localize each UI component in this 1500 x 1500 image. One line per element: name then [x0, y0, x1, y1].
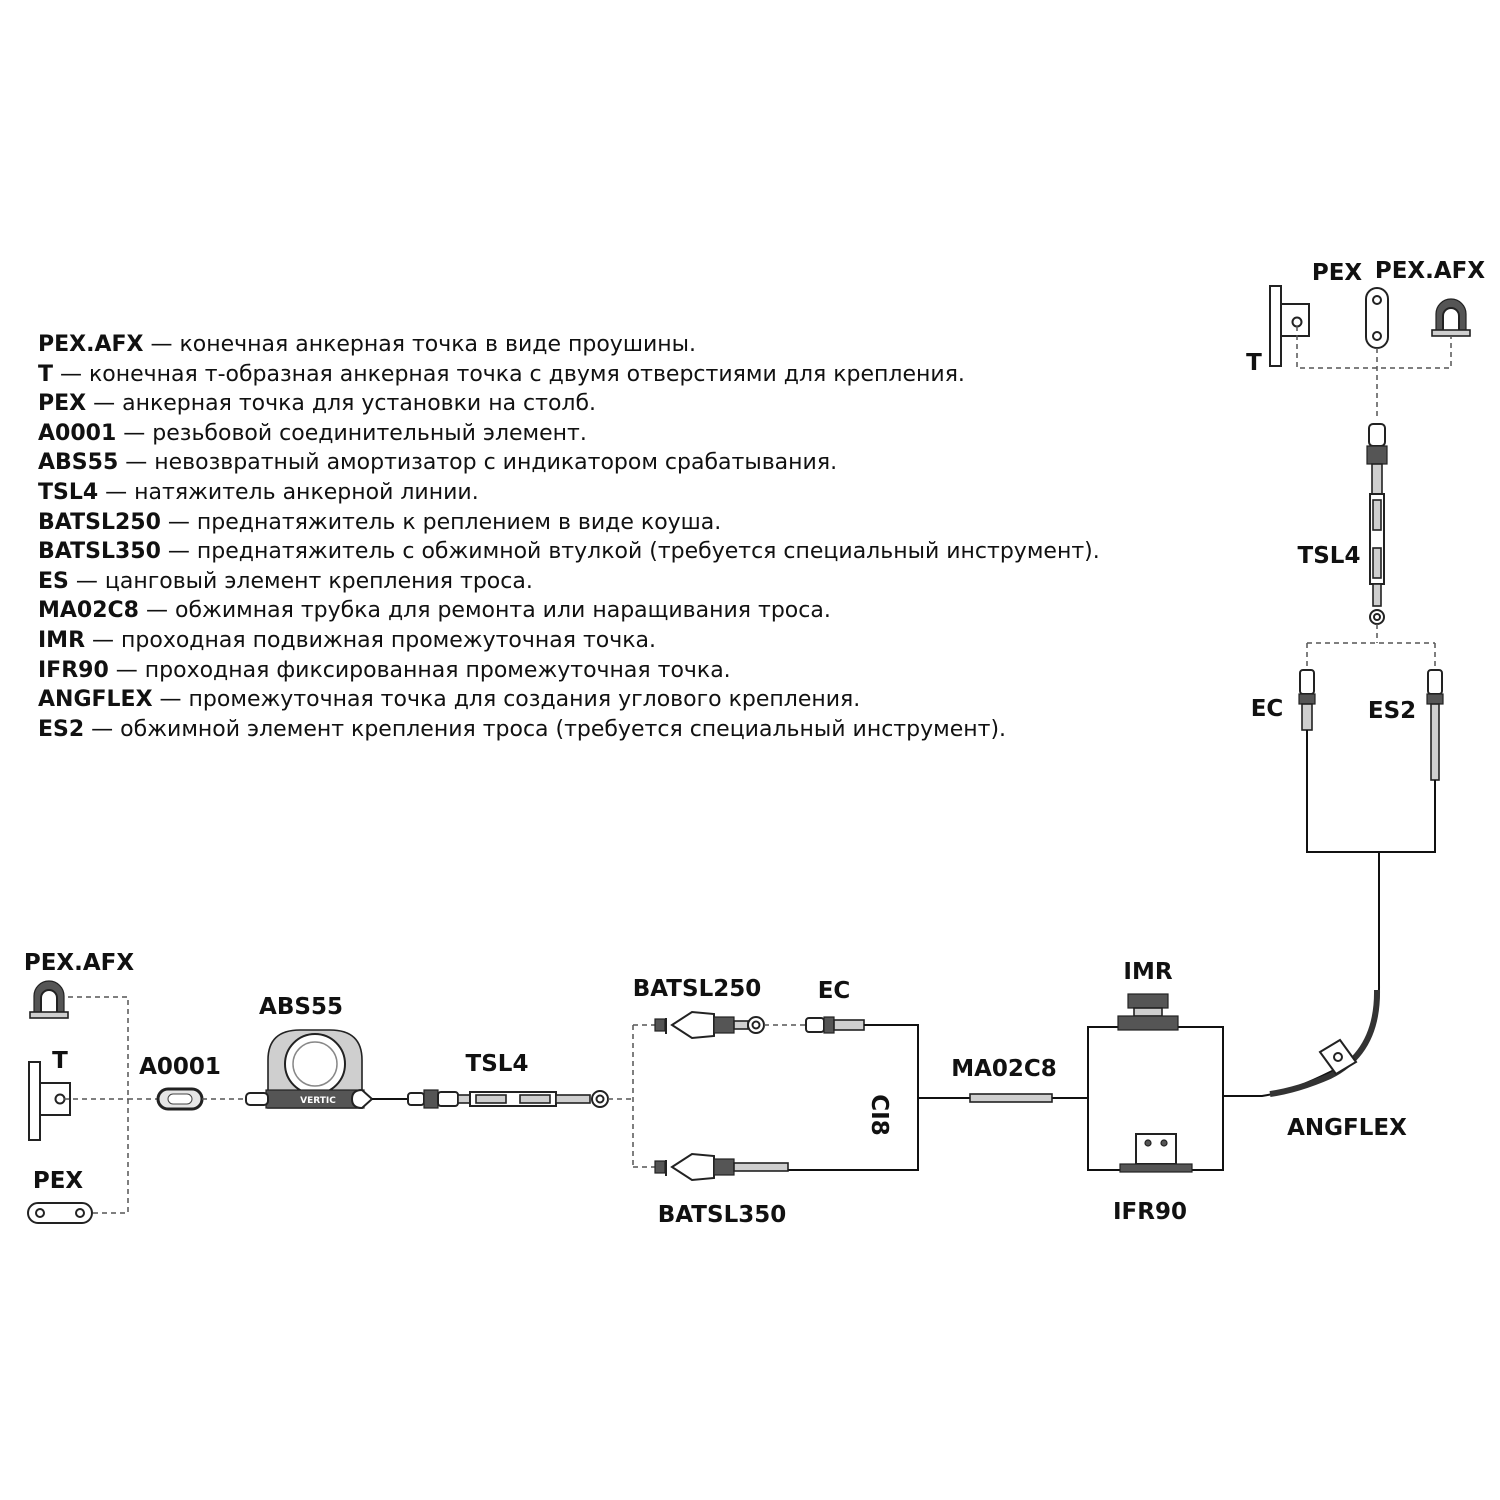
label-angflex: ANGFLEX	[1287, 1115, 1407, 1141]
legend-item: PEX.AFX — конечная анкерная точка в виде…	[38, 332, 696, 357]
label-ifr90: IFR90	[1113, 1199, 1187, 1225]
legend-item: A0001 — резьбовой соединительный элемент…	[38, 420, 587, 446]
split-dashes-bottom	[608, 1024, 655, 1168]
ifr90-fitting	[1119, 1133, 1193, 1173]
top-anchor-link	[1296, 326, 1452, 369]
label-pex-afx-left: PEX.AFX	[24, 950, 135, 976]
label-pex-afx-top: PEX.AFX	[1375, 258, 1486, 284]
legend-item: ES — цанговый элемент крепления троса.	[38, 568, 533, 594]
legend-item: PEX — анкерная точка для установки на ст…	[38, 391, 597, 417]
angflex-sleeve	[1269, 989, 1381, 1097]
legend-item: IMR — проходная подвижная промежуточная …	[38, 627, 657, 653]
pex-afx-anchor-left	[29, 980, 69, 1019]
batsl350-pretensioner	[654, 1152, 789, 1182]
legend-item: BATSL250 — преднатяжитель к реплением в …	[38, 509, 722, 535]
label-batsl350: BATSL350	[658, 1202, 786, 1228]
label-batsl250: BATSL250	[633, 976, 761, 1002]
a0001-connector	[156, 1087, 204, 1111]
batsl250-pretensioner	[654, 1010, 765, 1040]
component-legend: PEX.AFX — конечная анкерная точка в виде…	[38, 330, 1218, 744]
ec-fitting-top	[1298, 669, 1316, 731]
t-anchor-top	[1269, 285, 1310, 367]
legend-item: ES2 — обжимной элемент крепления троса (…	[38, 716, 1007, 742]
label-t-top: T	[1246, 350, 1262, 376]
angflex-bracket	[1318, 1038, 1358, 1076]
pex-afx-anchor-top	[1431, 298, 1471, 337]
legend-item: TSL4 — натяжитель анкерной линии.	[38, 479, 479, 505]
label-tsl4-bottom: TSL4	[466, 1051, 529, 1077]
label-a0001: A0001	[139, 1054, 221, 1080]
label-tsl4-top: TSL4	[1298, 543, 1361, 569]
label-t-left: T	[52, 1048, 68, 1074]
tsl4-turnbuckle-top	[1366, 423, 1388, 625]
label-pex-top: PEX	[1312, 260, 1363, 286]
label-imr: IMR	[1123, 959, 1172, 985]
label-es2-top: ES2	[1368, 698, 1416, 724]
legend-item: MA02C8 — обжимная трубка для ремонта или…	[38, 598, 831, 624]
es2-fitting-top	[1426, 669, 1444, 781]
abs55-absorber: VERTIC	[245, 1029, 374, 1110]
ec-fitting-bottom	[805, 1016, 865, 1034]
label-abs55: ABS55	[259, 994, 343, 1020]
abs55-brand-text: VERTIC	[300, 1096, 336, 1106]
label-pex-left: PEX	[33, 1168, 84, 1194]
label-ci8: CI8	[866, 1094, 892, 1135]
legend-item: IFR90 — проходная фиксированная промежут…	[38, 657, 731, 683]
top-cable-loop	[1306, 730, 1436, 853]
left-anchor-link	[64, 996, 129, 1214]
tsl4-turnbuckle-bottom	[407, 1089, 609, 1109]
legend-item: ABS55 — невозвратный амортизатор с индик…	[38, 450, 838, 476]
legend-item: ANGFLEX — промежуточная точка для создан…	[38, 687, 861, 713]
ma02c8-sleeve	[969, 1093, 1053, 1103]
pex-anchor-left	[27, 1202, 93, 1224]
legend-item: T — конечная т-образная анкерная точка с…	[38, 361, 965, 387]
top-split-dashes	[1306, 624, 1436, 670]
label-ec-bottom: EC	[818, 978, 851, 1004]
legend-item: BATSL350 — преднатяжитель с обжимной вту…	[38, 539, 1100, 565]
ci8-cable-loop	[788, 1024, 919, 1171]
label-ec-top: EC	[1251, 696, 1284, 722]
imr-fitting	[1117, 993, 1179, 1031]
pex-anchor-top	[1365, 287, 1389, 349]
label-ma02c8: MA02C8	[951, 1056, 1057, 1082]
